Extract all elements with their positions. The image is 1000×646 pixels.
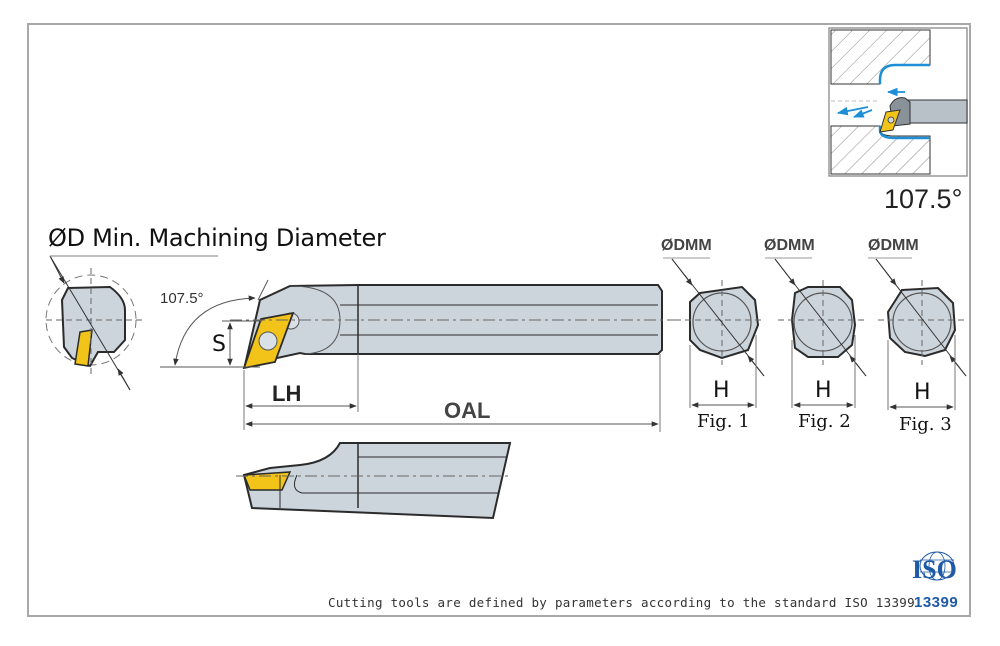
cross-section-fig2 bbox=[765, 257, 868, 408]
iso-logo-text: ISO bbox=[912, 555, 957, 584]
machined-contour-top bbox=[878, 63, 930, 84]
fig1-h-label: H bbox=[713, 378, 730, 403]
iso-globe-icon bbox=[919, 551, 955, 581]
page-title: ØD Min. Machining Diameter bbox=[48, 224, 386, 252]
cross-section-fig1 bbox=[663, 257, 765, 408]
fig2-caption: Fig. 2 bbox=[798, 411, 851, 432]
approach-angle-large: 107.5° bbox=[884, 184, 963, 214]
fig3-dmm-label: ØDMM bbox=[868, 237, 919, 254]
fig2-h-label: H bbox=[815, 378, 832, 403]
boring-bar-side-view bbox=[236, 442, 512, 520]
footer-note: Cutting tools are defined by parameters … bbox=[328, 595, 915, 610]
fig1-caption: Fig. 1 bbox=[697, 411, 750, 432]
approach-angle-small: 107.5° bbox=[160, 290, 204, 307]
fig2-dmm-label: ØDMM bbox=[764, 237, 815, 254]
machined-contour-bottom bbox=[878, 126, 930, 140]
cross-section-fig3 bbox=[868, 257, 968, 410]
boring-bar-top-view bbox=[160, 279, 680, 432]
boring-operation-illustration bbox=[828, 27, 968, 177]
fig3-caption: Fig. 3 bbox=[899, 414, 952, 435]
fig1-dmm-label: ØDMM bbox=[661, 237, 712, 254]
dimension-oal-label: OAL bbox=[444, 398, 491, 423]
torx-screw-icon bbox=[258, 331, 278, 351]
dimension-s-label: S bbox=[212, 332, 226, 357]
iso-logo-number: 13399 bbox=[914, 594, 959, 611]
end-view bbox=[45, 255, 218, 391]
dimension-lh-label: LH bbox=[272, 381, 302, 406]
fig3-h-label: H bbox=[914, 380, 931, 405]
